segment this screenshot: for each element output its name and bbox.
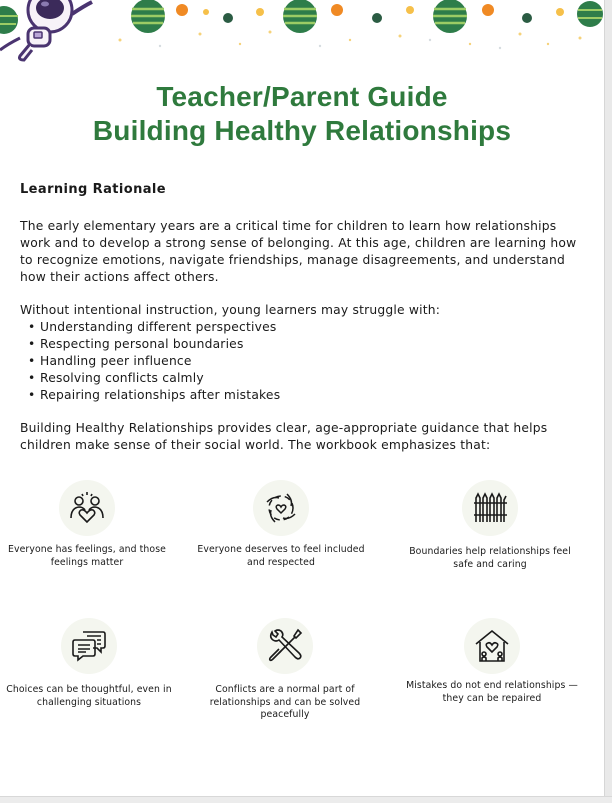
- page-title: Teacher/Parent Guide Building Healthy Re…: [0, 80, 604, 148]
- viewer-scroll-gutter: [604, 0, 612, 802]
- home-heart-icon: [475, 629, 509, 662]
- principle-card: Conflicts are a normal part of relations…: [195, 618, 375, 722]
- paragraph-workbook: Building Healthy Relationships provides …: [20, 421, 548, 452]
- title-line-1: Teacher/Parent Guide: [156, 81, 448, 112]
- space-banner: [0, 0, 604, 64]
- astronaut-icon: [0, 0, 93, 62]
- card-text: Everyone has feelings, and those feeling…: [8, 544, 166, 568]
- planet-icon: [0, 6, 18, 34]
- paragraph-struggles: Without intentional instruction, young l…: [20, 303, 441, 317]
- planet-icon: [577, 1, 603, 27]
- joined-hands-heart-icon: [266, 493, 296, 523]
- principle-card: Everyone has feelings, and those feeling…: [0, 480, 177, 569]
- viewer-page-gap: [0, 796, 612, 803]
- list-item: Resolving conflicts calmly: [20, 370, 560, 387]
- principle-card: Boundaries help relationships feel safe …: [400, 480, 580, 571]
- planet-icon: [283, 0, 317, 33]
- section-heading: Learning Rationale: [20, 182, 166, 197]
- card-text: Everyone deserves to feel included and r…: [197, 544, 365, 568]
- orb-icon: [176, 4, 188, 16]
- title-line-2: Building Healthy Relationships: [92, 115, 512, 146]
- chat-bubbles-icon: [72, 631, 106, 662]
- wrench-screwdriver-icon: [268, 628, 303, 662]
- principle-card: Mistakes do not end relationships — they…: [402, 618, 582, 705]
- document-page: Teacher/Parent Guide Building Healthy Re…: [0, 0, 604, 796]
- planet-icon: [131, 0, 165, 33]
- fence-icon: [474, 492, 507, 522]
- friends-heart-icon: [70, 492, 104, 524]
- card-text: Conflicts are a normal part of relations…: [209, 684, 361, 720]
- list-item: Respecting personal boundaries: [20, 336, 560, 353]
- principle-card: Choices can be thoughtful, even in chall…: [0, 618, 179, 709]
- list-item: Handling peer influence: [20, 353, 560, 370]
- principle-card: Everyone deserves to feel included and r…: [191, 480, 371, 569]
- card-text: Mistakes do not end relationships — they…: [406, 680, 578, 704]
- card-text: Choices can be thoughtful, even in chall…: [6, 684, 172, 708]
- card-text: Boundaries help relationships feel safe …: [409, 546, 571, 570]
- paragraph-intro: The early elementary years are a critica…: [20, 219, 577, 284]
- struggles-list: Understanding different perspectives Res…: [20, 319, 560, 404]
- list-item: Repairing relationships after mistakes: [20, 387, 560, 404]
- list-item: Understanding different perspectives: [20, 319, 560, 336]
- planet-icon: [433, 0, 467, 33]
